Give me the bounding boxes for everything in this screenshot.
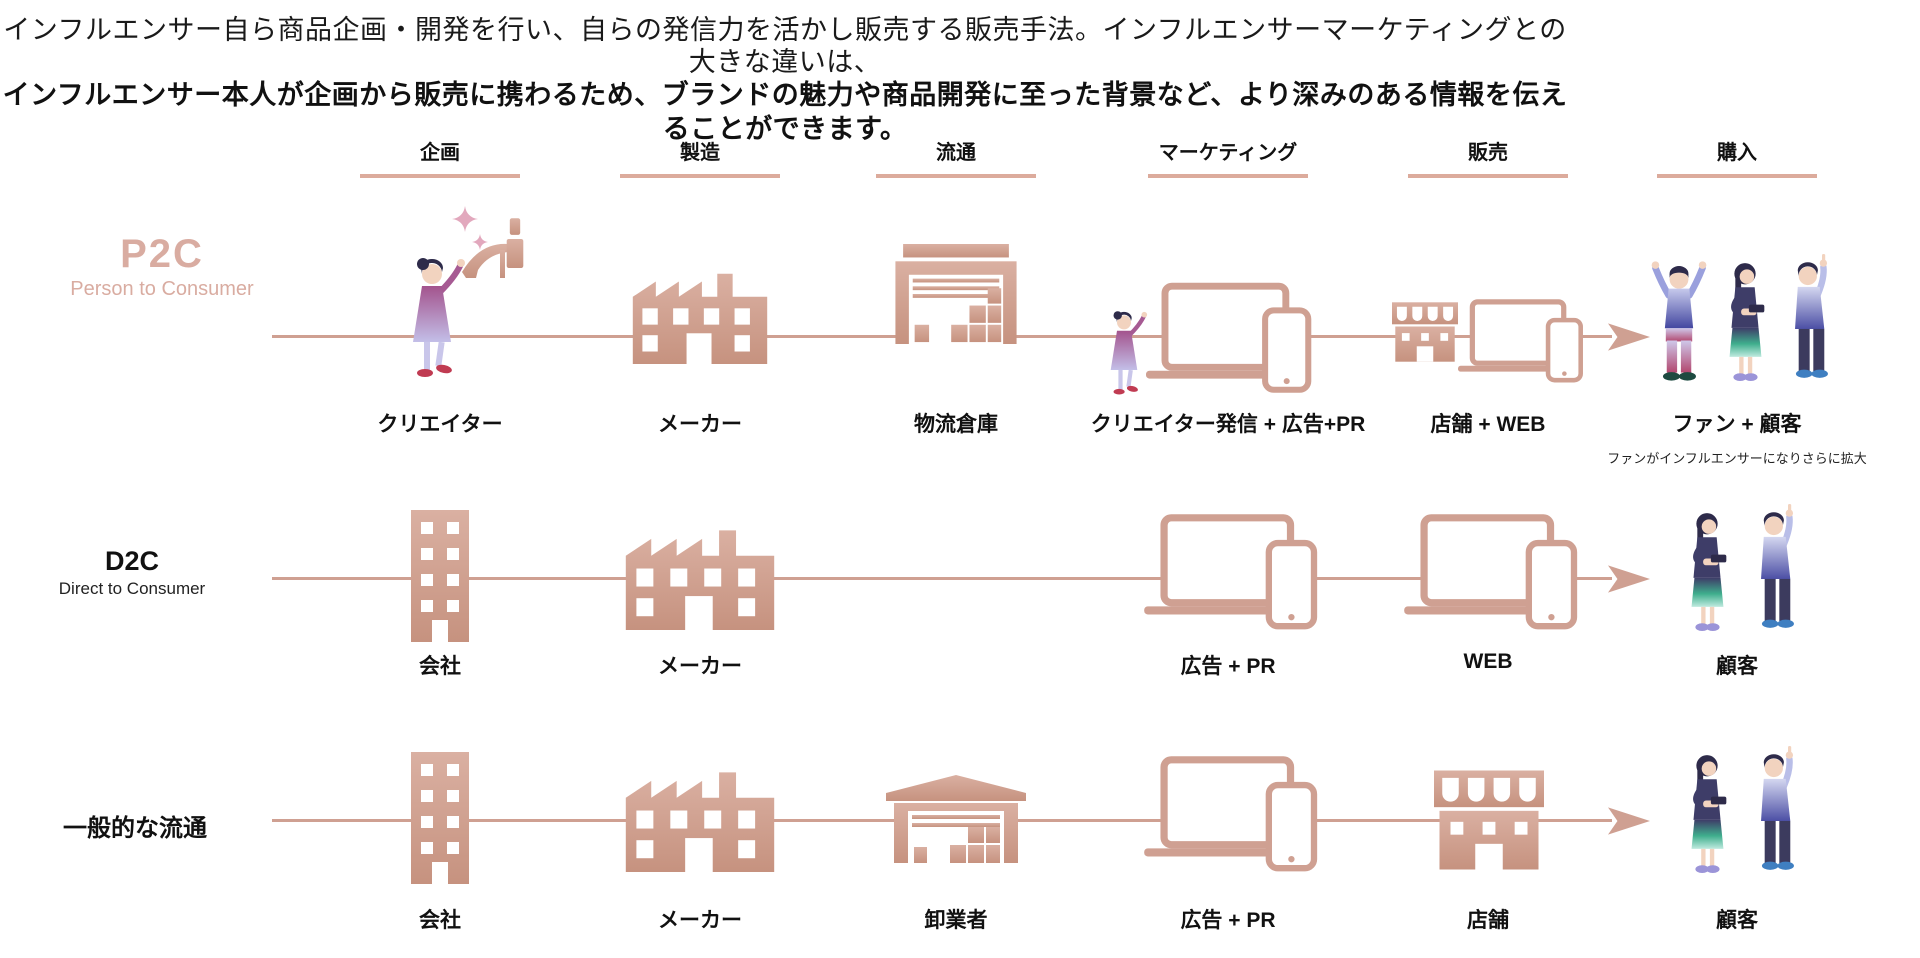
cosmetics-icon xyxy=(462,243,508,278)
row-title-general: 一般的な流通 xyxy=(27,808,243,843)
sparkle-icon xyxy=(452,206,478,232)
column-underline xyxy=(1148,174,1308,178)
column-header-distribution-label: 流通 xyxy=(936,142,976,164)
devices-icon xyxy=(1146,284,1310,392)
cell-label-general-planning: 会社 xyxy=(419,909,461,932)
row-title-p2c: P2C Person to Consumer xyxy=(37,232,287,301)
intro-line2: インフルエンサー本人が企画から販売に携わるため、ブランドの魅力や商品開発に至った… xyxy=(2,80,1568,144)
column-header-marketing: マーケティング xyxy=(1118,136,1338,178)
cell-label-general-manufacturing: メーカー xyxy=(658,909,742,932)
devices-icon xyxy=(1144,758,1316,870)
cosmetics-icon xyxy=(506,218,524,268)
column-underline xyxy=(360,174,520,178)
column-underline xyxy=(620,174,780,178)
column-underline xyxy=(876,174,1036,178)
cell-label-p2c-purchase: ファン + 顧客 xyxy=(1672,413,1802,436)
warehouse-icon xyxy=(886,775,1026,863)
company-icon xyxy=(411,752,469,884)
column-header-planning: 企画 xyxy=(330,136,550,178)
cell-label-d2c-purchase: 顧客 xyxy=(1716,655,1758,678)
cell-label-d2c-planning: 会社 xyxy=(419,655,461,678)
creator-devices-icon xyxy=(1096,280,1152,398)
intro-text: インフルエンサー自ら商品企画・開発を行い、自らの発信力を活かし販売する販売手法。… xyxy=(0,14,1570,146)
cell-label-d2c-sales: WEB xyxy=(1463,650,1513,673)
fans-icon xyxy=(1774,244,1838,382)
cell-label-general-marketing: 広告 + PR xyxy=(1180,909,1276,932)
column-underline xyxy=(1657,174,1817,178)
column-underline xyxy=(1408,174,1568,178)
intro-line1: インフルエンサー自ら商品企画・開発を行い、自らの発信力を活かし販売する販売手法。… xyxy=(3,15,1567,77)
cell-label-p2c-marketing: クリエイター発信 + 広告+PR xyxy=(1090,413,1366,436)
row-title-d2c: D2C Direct to Consumer xyxy=(27,546,237,599)
factory-icon xyxy=(625,772,775,872)
column-header-marketing-label: マーケティング xyxy=(1158,142,1298,164)
row-title-d2c-sub: Direct to Consumer xyxy=(58,579,206,598)
storefront-icon xyxy=(1434,770,1544,870)
column-header-manufacturing: 製造 xyxy=(590,136,810,178)
cell-label-d2c-marketing: 広告 + PR xyxy=(1180,655,1276,678)
fans-icon xyxy=(1716,252,1774,382)
column-header-manufacturing-label: 製造 xyxy=(680,142,720,164)
warehouse-icon xyxy=(895,244,1017,344)
column-header-distribution: 流通 xyxy=(846,136,1066,178)
column-header-sales-label: 販売 xyxy=(1468,142,1508,164)
arrow-icon xyxy=(1608,323,1650,351)
cell-label-p2c-manufacturing: メーカー xyxy=(658,413,742,436)
arrow-icon xyxy=(1608,807,1650,835)
devices-icon xyxy=(1404,516,1576,628)
customers-icon xyxy=(1740,500,1804,632)
column-header-purchase-label: 購入 xyxy=(1717,142,1757,164)
row-title-general-main: 一般的な流通 xyxy=(63,815,207,842)
cell-label-general-distribution: 卸業者 xyxy=(924,909,988,932)
row-title-p2c-sub: Person to Consumer xyxy=(70,278,254,300)
cell-label-general-purchase: 顧客 xyxy=(1716,909,1758,932)
p2c-note: ファンがインフルエンサーになりさらに拡大 xyxy=(1607,451,1867,466)
cell-label-d2c-manufacturing: メーカー xyxy=(658,655,742,678)
storefront-devices-icon xyxy=(1392,302,1458,362)
customers-icon xyxy=(1678,506,1736,632)
devices-icon xyxy=(1144,516,1316,628)
company-icon xyxy=(411,510,469,642)
devices-icon xyxy=(1458,300,1582,382)
factory-icon xyxy=(625,530,775,630)
cell-label-general-sales: 店舗 xyxy=(1467,909,1509,932)
customers-icon xyxy=(1678,748,1736,874)
customers-icon xyxy=(1740,742,1804,874)
fans-icon xyxy=(1646,246,1712,382)
flow-line-d2c xyxy=(272,577,1612,580)
column-header-purchase: 購入 xyxy=(1627,136,1847,178)
arrow-icon xyxy=(1608,565,1650,593)
column-header-planning-label: 企画 xyxy=(420,142,460,164)
column-header-sales: 販売 xyxy=(1378,136,1598,178)
factory-icon xyxy=(632,273,768,364)
cell-label-p2c-planning: クリエイター xyxy=(377,413,503,436)
row-title-p2c-main: P2C xyxy=(120,232,204,276)
row-title-d2c-main: D2C xyxy=(104,546,159,576)
cell-label-p2c-sales: 店舗 + WEB xyxy=(1430,413,1546,436)
cell-label-p2c-distribution: 物流倉庫 xyxy=(914,413,998,436)
